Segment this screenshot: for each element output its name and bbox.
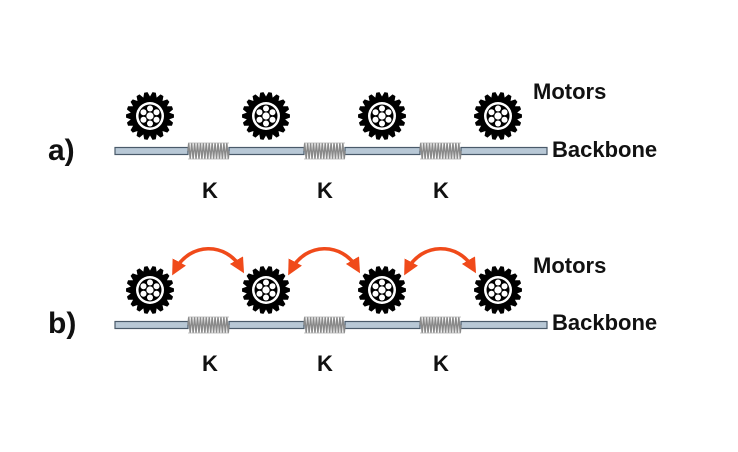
panel-a-label: a) [48,134,75,167]
panel-a-spring-label-2: K [317,178,333,203]
backbone-segment [460,146,548,156]
gear-icon [358,266,406,314]
gear-icon [126,92,174,140]
panel-b-spring-label-3: K [433,351,449,376]
panel-b-motors-label: Motors [533,253,606,278]
panel-b-spring-label-1: K [202,351,218,376]
double-arrow-icon [404,246,477,276]
panel-a-springs [187,142,462,160]
panel-b-motors [126,266,522,314]
panel-a-spring-label-3: K [433,178,449,203]
panel-a-spring-label-1: K [202,178,218,203]
spring-icon [303,142,346,160]
panel-b-label: b) [48,307,76,340]
panel-a-motors [126,92,522,140]
panel-a-backbone-label: Backbone [552,137,657,162]
backbone-segment [114,320,189,330]
gear-icon [358,92,406,140]
spring-icon [419,316,462,334]
gear-icon [474,92,522,140]
panel-a-motors-label: Motors [533,79,606,104]
spring-icon [187,142,230,160]
spring-icon [303,316,346,334]
panel-b-interactions [172,246,477,276]
panel-b: b) Motors Backbone K K K [48,246,657,376]
gear-icon [242,92,290,140]
backbone-segment [344,320,421,330]
double-arrow-icon [172,246,245,276]
spring-icon [419,142,462,160]
spring-icon [187,316,230,334]
backbone-segment [114,146,189,156]
gear-icon [126,266,174,314]
panel-b-springs [187,316,462,334]
backbone-segment [344,146,421,156]
double-arrow-icon [288,246,361,276]
panel-b-spring-label-2: K [317,351,333,376]
backbone-segment [228,320,305,330]
backbone-segment [460,320,548,330]
panel-b-backbone-label: Backbone [552,310,657,335]
panel-a: a) Motors Backbone K K K [48,79,657,203]
backbone-segment [228,146,305,156]
gear-icon [474,266,522,314]
gear-icon [242,266,290,314]
